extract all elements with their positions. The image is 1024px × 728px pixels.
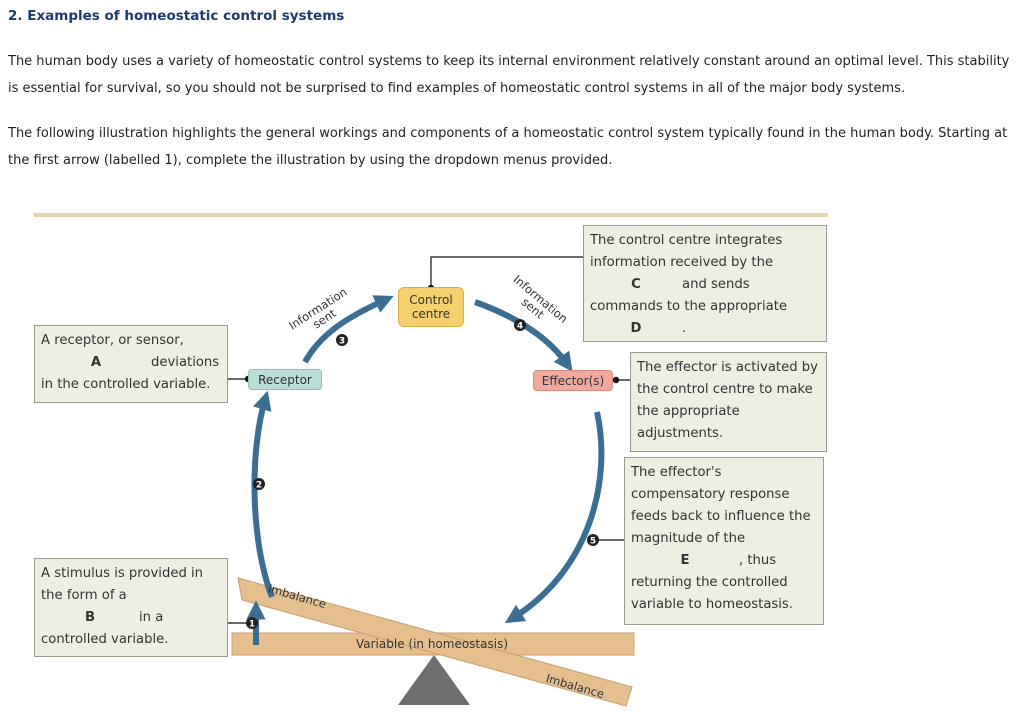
feedback-callout-line6: returning the controlled — [631, 575, 788, 590]
feedback-callout-line7: variable to homeostasis. — [631, 597, 793, 612]
dropdown-d[interactable]: D — [630, 321, 642, 336]
variable-label: Variable (in homeostasis) — [356, 637, 508, 651]
section-heading: 2. Examples of homeostatic control syste… — [8, 8, 345, 24]
info-sent-right-label: Information sent — [511, 272, 571, 326]
stimulus-callout-line2: the form of a — [41, 588, 127, 603]
stimulus-callout-line1: A stimulus is provided in — [41, 566, 204, 581]
feedback-callout: The effector's compensatory response fee… — [624, 457, 824, 625]
step-badge-3: 3 — [336, 334, 348, 347]
dropdown-a[interactable]: A — [90, 355, 102, 370]
control-callout-after-d: . — [682, 321, 687, 336]
loop-arrows — [246, 295, 605, 645]
svg-text:5: 5 — [590, 537, 596, 547]
arrow-receptor-to-control — [302, 295, 394, 364]
control-centre-label-line1: Control — [409, 293, 453, 307]
step-badge-2: 2 — [253, 478, 265, 491]
effector-node: Effector(s) — [533, 370, 613, 391]
dropdown-c[interactable]: C — [631, 277, 641, 292]
dropdown-b[interactable]: B — [84, 610, 96, 625]
dropdown-e[interactable]: E — [680, 553, 690, 568]
stimulus-callout: A stimulus is provided in the form of a … — [34, 558, 228, 657]
svg-text:3: 3 — [339, 337, 345, 347]
svg-text:4: 4 — [517, 322, 523, 332]
instructions-paragraph: The following illustration highlights th… — [8, 126, 1008, 168]
svg-text:1: 1 — [249, 620, 255, 630]
feedback-callout-line4: magnitude of the — [631, 531, 746, 546]
effector-dot — [612, 376, 620, 384]
stimulus-callout-after: in a — [139, 610, 164, 625]
feedback-callout-line2: compensatory response — [631, 487, 790, 502]
feedback-callout-line3: feeds back to influence the — [631, 509, 811, 524]
intro-paragraph: The human body uses a variety of homeost… — [8, 54, 1010, 96]
control-callout-line1: The control centre integrates — [590, 233, 783, 248]
step-badge-1: 1 — [246, 617, 258, 630]
svg-text:2: 2 — [256, 481, 262, 491]
feedback-callout-line5: E , thus — [631, 550, 817, 572]
control-callout-line2: information received by the — [590, 255, 774, 270]
feedback-callout-after: , thus — [739, 553, 777, 568]
feedback-callout-line1: The effector's — [631, 465, 722, 480]
seesaw-tilted-plank — [237, 577, 633, 707]
receptor-callout-after: deviations — [151, 355, 220, 370]
receptor-node: Receptor — [248, 369, 322, 390]
effector-callout-line1: The effector is activated by — [637, 360, 818, 375]
info-sent-left-label: Information sent — [286, 285, 349, 333]
effector-callout: The effector is activated by the control… — [630, 352, 827, 452]
stimulus-callout-line4: controlled variable. — [41, 632, 169, 647]
arrow-effector-to-variable — [504, 411, 605, 624]
control-centre-node: Control centre — [398, 287, 464, 327]
arrow-control-to-effector — [473, 299, 573, 372]
effector-callout-line3: the appropriate — [637, 404, 740, 419]
arrow-imbalance-to-receptor — [251, 390, 275, 599]
effector-callout-line4: adjustments. — [637, 426, 724, 441]
control-callout: The control centre integrates informatio… — [583, 225, 827, 342]
control-callout-line5: D. — [590, 318, 820, 340]
receptor-callout-line1: A receptor, or sensor, — [41, 333, 184, 348]
control-callout-line4: commands to the appropriate — [590, 299, 787, 314]
control-callout-after-c: and sends — [682, 277, 750, 292]
step-badge-5: 5 — [587, 534, 599, 547]
effector-callout-line2: the control centre to make — [637, 382, 813, 397]
control-centre-label-line2: centre — [411, 307, 451, 321]
receptor-callout-line3: in the controlled variable. — [41, 377, 211, 392]
top-divider-bar — [34, 213, 828, 217]
step-badge-4: 4 — [514, 319, 526, 332]
fulcrum — [398, 655, 470, 705]
